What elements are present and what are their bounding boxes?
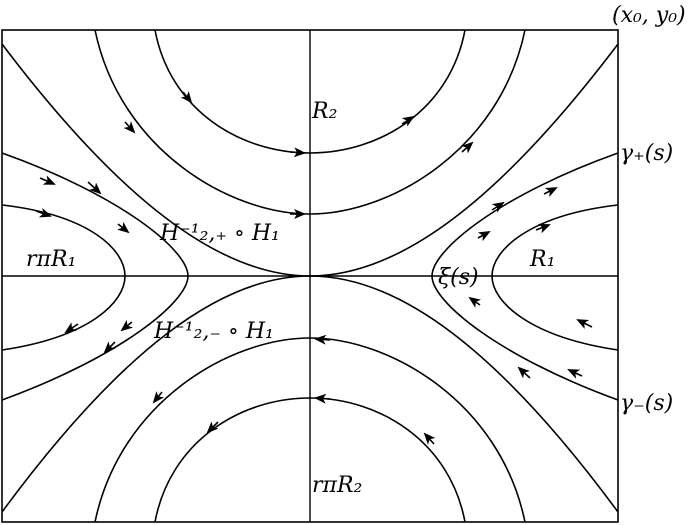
label-R1: R₁ (529, 247, 555, 272)
arrow-20 (567, 369, 583, 379)
arrow-6 (461, 141, 474, 154)
arrow-22 (314, 334, 331, 345)
arrow-24 (152, 391, 165, 404)
label-gamma-minus: γ₋(s) (620, 391, 673, 416)
flow-arrows (35, 91, 593, 445)
label-rpiR1: rπR₁ (26, 247, 76, 272)
arrow-18 (468, 296, 482, 308)
label-xi: ξ(s) (438, 265, 479, 290)
arc-lower-inner (154, 397, 466, 523)
arrow-21 (517, 366, 531, 379)
arrow-12 (120, 319, 133, 332)
arc-upper-middle (94, 29, 526, 215)
separatrix-lower (1, 275, 619, 513)
arrow-4 (123, 121, 136, 134)
arc-lower-middle (94, 337, 526, 523)
label-H-minus: H⁻¹₂,₋ ∘ H₁ (153, 319, 274, 344)
hyperbola-left-outer (1, 152, 189, 401)
arrow-7 (87, 181, 102, 195)
arrow-10 (35, 207, 52, 218)
label-gamma-plus: γ₊(s) (620, 141, 673, 166)
label-rpiR2: rπR₂ (312, 473, 362, 498)
arrow-3 (401, 115, 415, 127)
corner-label: (x₀, y₀) (612, 3, 686, 28)
arrow-19 (576, 319, 593, 329)
arrow-25 (206, 421, 219, 434)
hyperbola-left-inner (1, 204, 126, 351)
label-H-plus: H⁻¹₂,₊ ∘ H₁ (159, 221, 280, 246)
arrow-2 (289, 147, 306, 158)
arrow-14 (491, 201, 505, 213)
arrow-26 (423, 432, 436, 445)
arrow-17 (535, 223, 551, 234)
arrow-13 (103, 341, 116, 354)
arrow-15 (477, 231, 491, 242)
hyperbola-right-inner (491, 204, 619, 351)
arrow-16 (543, 187, 558, 197)
label-R2: R₂ (311, 99, 337, 124)
arrow-11 (64, 322, 79, 334)
arrow-9 (39, 175, 56, 185)
hyperbola-right-outer (431, 152, 619, 401)
arrow-1 (180, 91, 193, 104)
arrow-8 (117, 221, 130, 234)
arrow-23 (314, 393, 331, 404)
